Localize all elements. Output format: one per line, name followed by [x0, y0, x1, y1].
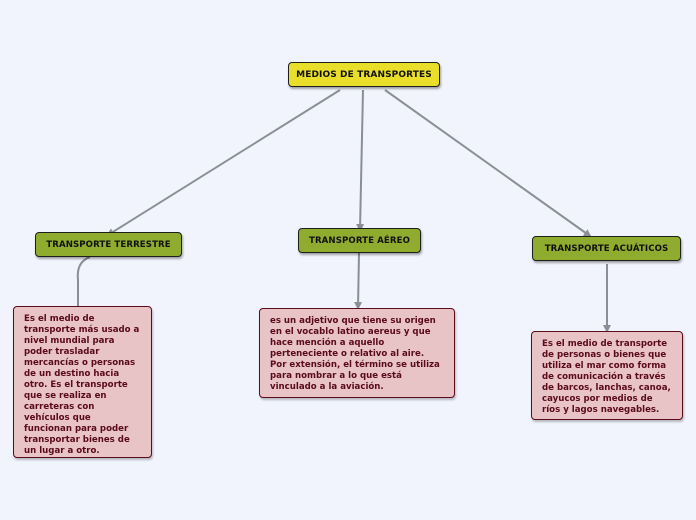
connector-root-to-terrestre	[106, 89, 341, 237]
category-node-aereo-label: TRANSPORTE AÉREO	[309, 235, 410, 246]
category-node-terrestre[interactable]: TRANSPORTE TERRESTRE	[35, 232, 182, 257]
connector-terrestre-to-description	[76, 256, 91, 306]
description-terrestre[interactable]: Es el medio de transporte más usado a ni…	[13, 306, 152, 458]
connector-root-to-acuaticos	[384, 89, 592, 238]
category-node-acuaticos[interactable]: TRANSPORTE ACUÁTICOS	[532, 236, 681, 261]
root-node[interactable]: MEDIOS DE TRANSPORTES	[288, 62, 440, 87]
connector-root-to-aereo	[356, 89, 365, 232]
description-acuaticos[interactable]: Es el medio de transporte de personas o …	[531, 331, 683, 420]
description-aereo[interactable]: es un adjetivo que tiene su origen en el…	[259, 308, 455, 398]
category-node-aereo[interactable]: TRANSPORTE AÉREO	[298, 228, 421, 253]
connector-aereo-to-description	[354, 252, 363, 310]
root-node-label: MEDIOS DE TRANSPORTES	[296, 69, 432, 80]
category-node-terrestre-label: TRANSPORTE TERRESTRE	[46, 239, 171, 250]
category-node-acuaticos-label: TRANSPORTE ACUÁTICOS	[544, 243, 669, 254]
